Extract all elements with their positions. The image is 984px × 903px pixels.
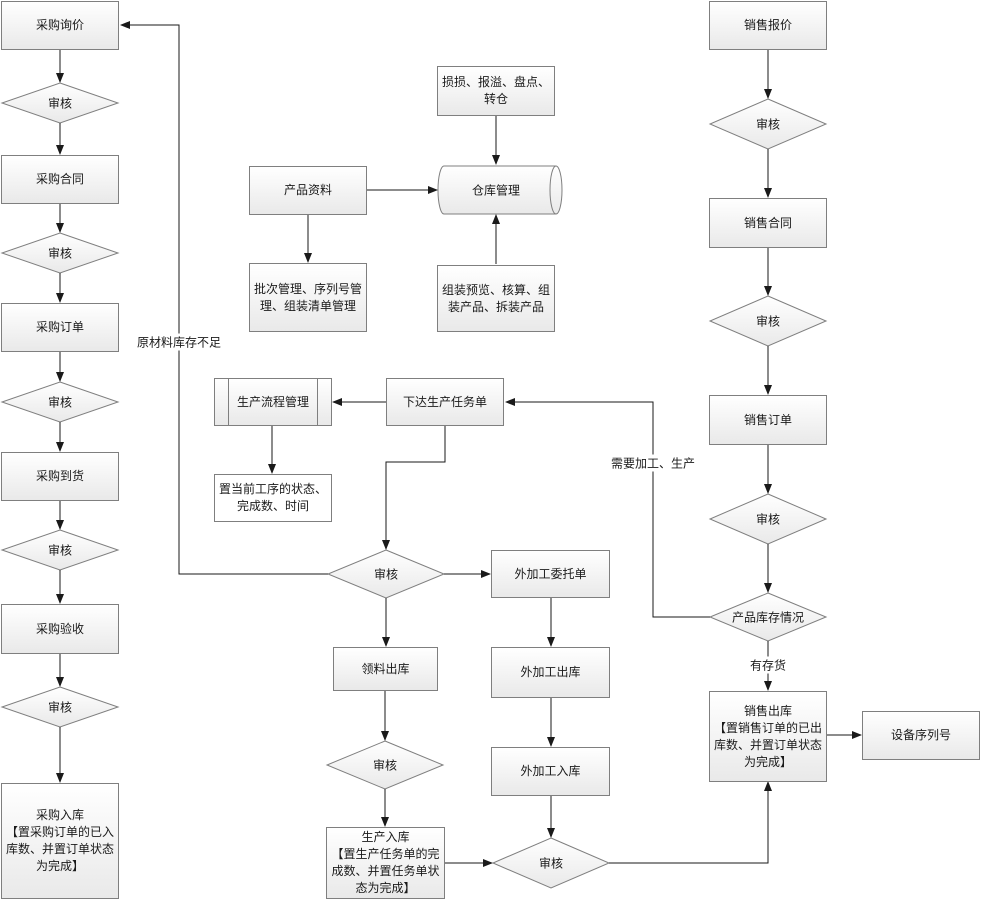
batch-mgmt-label: 批次管理、序列号管理、组装清单管理 bbox=[254, 281, 363, 313]
purchase-acceptance-box: 采购验收 bbox=[1, 604, 119, 654]
serial-label: 设备序列号 bbox=[890, 728, 951, 742]
losses-label: 损损、报溢、盘点、转仓 bbox=[442, 75, 551, 106]
purchase-order-box: 采购订单 bbox=[1, 303, 119, 352]
set-status-label: 置当前工序的状态、完成数、时间 bbox=[219, 482, 328, 513]
purchase-contract-box: 采购合同 bbox=[1, 155, 119, 204]
purchase-acceptance-label: 采购验收 bbox=[35, 621, 84, 636]
production-review-label: 审核 bbox=[373, 567, 399, 582]
warehouse-cylinder bbox=[437, 165, 563, 215]
purchase-inquiry-label: 采购询价 bbox=[35, 18, 84, 32]
purchase-review5-label: 审核 bbox=[47, 700, 73, 715]
sales-order-label: 销售订单 bbox=[743, 412, 792, 427]
sales-quote-label: 销售报价 bbox=[743, 18, 792, 32]
warehouse-mgmt-label: 仓库管理 bbox=[471, 183, 521, 198]
losses-box: 损损、报溢、盘点、转仓 bbox=[437, 66, 555, 116]
purchase-order-label: 采购订单 bbox=[35, 320, 84, 334]
assembly-box: 组装预览、核算、组装产品、拆装产品 bbox=[437, 265, 555, 332]
sales-inventory-label: 产品库存情况 bbox=[731, 610, 805, 625]
sales-stock-out-box: 销售出库 【置销售订单的已出库数、并置订单状态为完成】 bbox=[709, 691, 827, 782]
purchase-arrival-box: 采购到货 bbox=[1, 452, 119, 501]
sales-contract-box: 销售合同 bbox=[709, 198, 827, 248]
purchase-review4-label: 审核 bbox=[47, 543, 73, 558]
outsource-order-label: 外加工委托单 bbox=[514, 566, 587, 581]
purchase-review2-label: 审核 bbox=[47, 246, 73, 261]
issue-task-box: 下达生产任务单 bbox=[386, 378, 504, 426]
sales-stock-out-label: 销售出库 【置销售订单的已出库数、并置订单状态为完成】 bbox=[714, 703, 823, 769]
sales-review3-label: 审核 bbox=[755, 512, 781, 527]
sales-contract-label: 销售合同 bbox=[743, 215, 792, 230]
process-bar-right bbox=[317, 379, 318, 425]
purchase-review3-label: 审核 bbox=[47, 395, 73, 410]
purchase-inquiry-box: 采购询价 bbox=[1, 1, 119, 50]
product-info-label: 产品资料 bbox=[283, 183, 332, 197]
sales-review1-label: 审核 bbox=[755, 117, 781, 132]
edge-label-insufficient: 原材料库存不足 bbox=[134, 333, 224, 351]
batch-mgmt-box: 批次管理、序列号管理、组装清单管理 bbox=[249, 263, 367, 332]
purchase-contract-label: 采购合同 bbox=[35, 172, 84, 186]
material-out-label: 领料出库 bbox=[361, 661, 410, 676]
outsource-out-box: 外加工出库 bbox=[491, 647, 610, 698]
product-info-box: 产品资料 bbox=[249, 166, 367, 215]
process-bar-left bbox=[228, 379, 229, 425]
sales-quote-box: 销售报价 bbox=[709, 1, 827, 50]
outsource-out-label: 外加工出库 bbox=[520, 665, 581, 679]
purchase-arrival-label: 采购到货 bbox=[35, 469, 84, 483]
edge-label-in-stock: 有存货 bbox=[747, 656, 789, 674]
production-review-final-label: 审核 bbox=[538, 856, 564, 871]
edge-label-need-processing: 需要加工、生产 bbox=[608, 454, 698, 472]
production-review-material-label: 审核 bbox=[372, 758, 398, 773]
purchase-stock-in-box: 采购入库 【置采购订单的已入库数、并置订单状态为完成】 bbox=[1, 783, 119, 899]
set-status-box: 置当前工序的状态、完成数、时间 bbox=[214, 474, 332, 522]
outsource-order-box: 外加工委托单 bbox=[491, 550, 610, 598]
purchase-stock-in-label: 采购入库 【置采购订单的已入库数、并置订单状态为完成】 bbox=[6, 808, 115, 873]
sales-order-box: 销售订单 bbox=[709, 395, 827, 445]
prod-in-label: 生产入库 【置生产任务单的完成数、并置任务单状态为完成】 bbox=[331, 830, 440, 895]
purchase-review1-label: 审核 bbox=[47, 96, 73, 111]
prod-in-box: 生产入库 【置生产任务单的完成数、并置任务单状态为完成】 bbox=[326, 827, 445, 899]
production-review-final-shape bbox=[491, 837, 611, 889]
assembly-label: 组装预览、核算、组装产品、拆装产品 bbox=[442, 282, 551, 314]
sales-review2-label: 审核 bbox=[755, 314, 781, 329]
material-out-box: 领料出库 bbox=[333, 647, 438, 691]
outsource-in-label: 外加工入库 bbox=[520, 764, 581, 778]
process-mgmt-box: 生产流程管理 bbox=[214, 378, 332, 426]
issue-task-label: 下达生产任务单 bbox=[402, 394, 487, 409]
process-mgmt-label: 生产流程管理 bbox=[236, 394, 309, 409]
outsource-in-box: 外加工入库 bbox=[491, 747, 610, 796]
serial-box: 设备序列号 bbox=[862, 711, 980, 760]
